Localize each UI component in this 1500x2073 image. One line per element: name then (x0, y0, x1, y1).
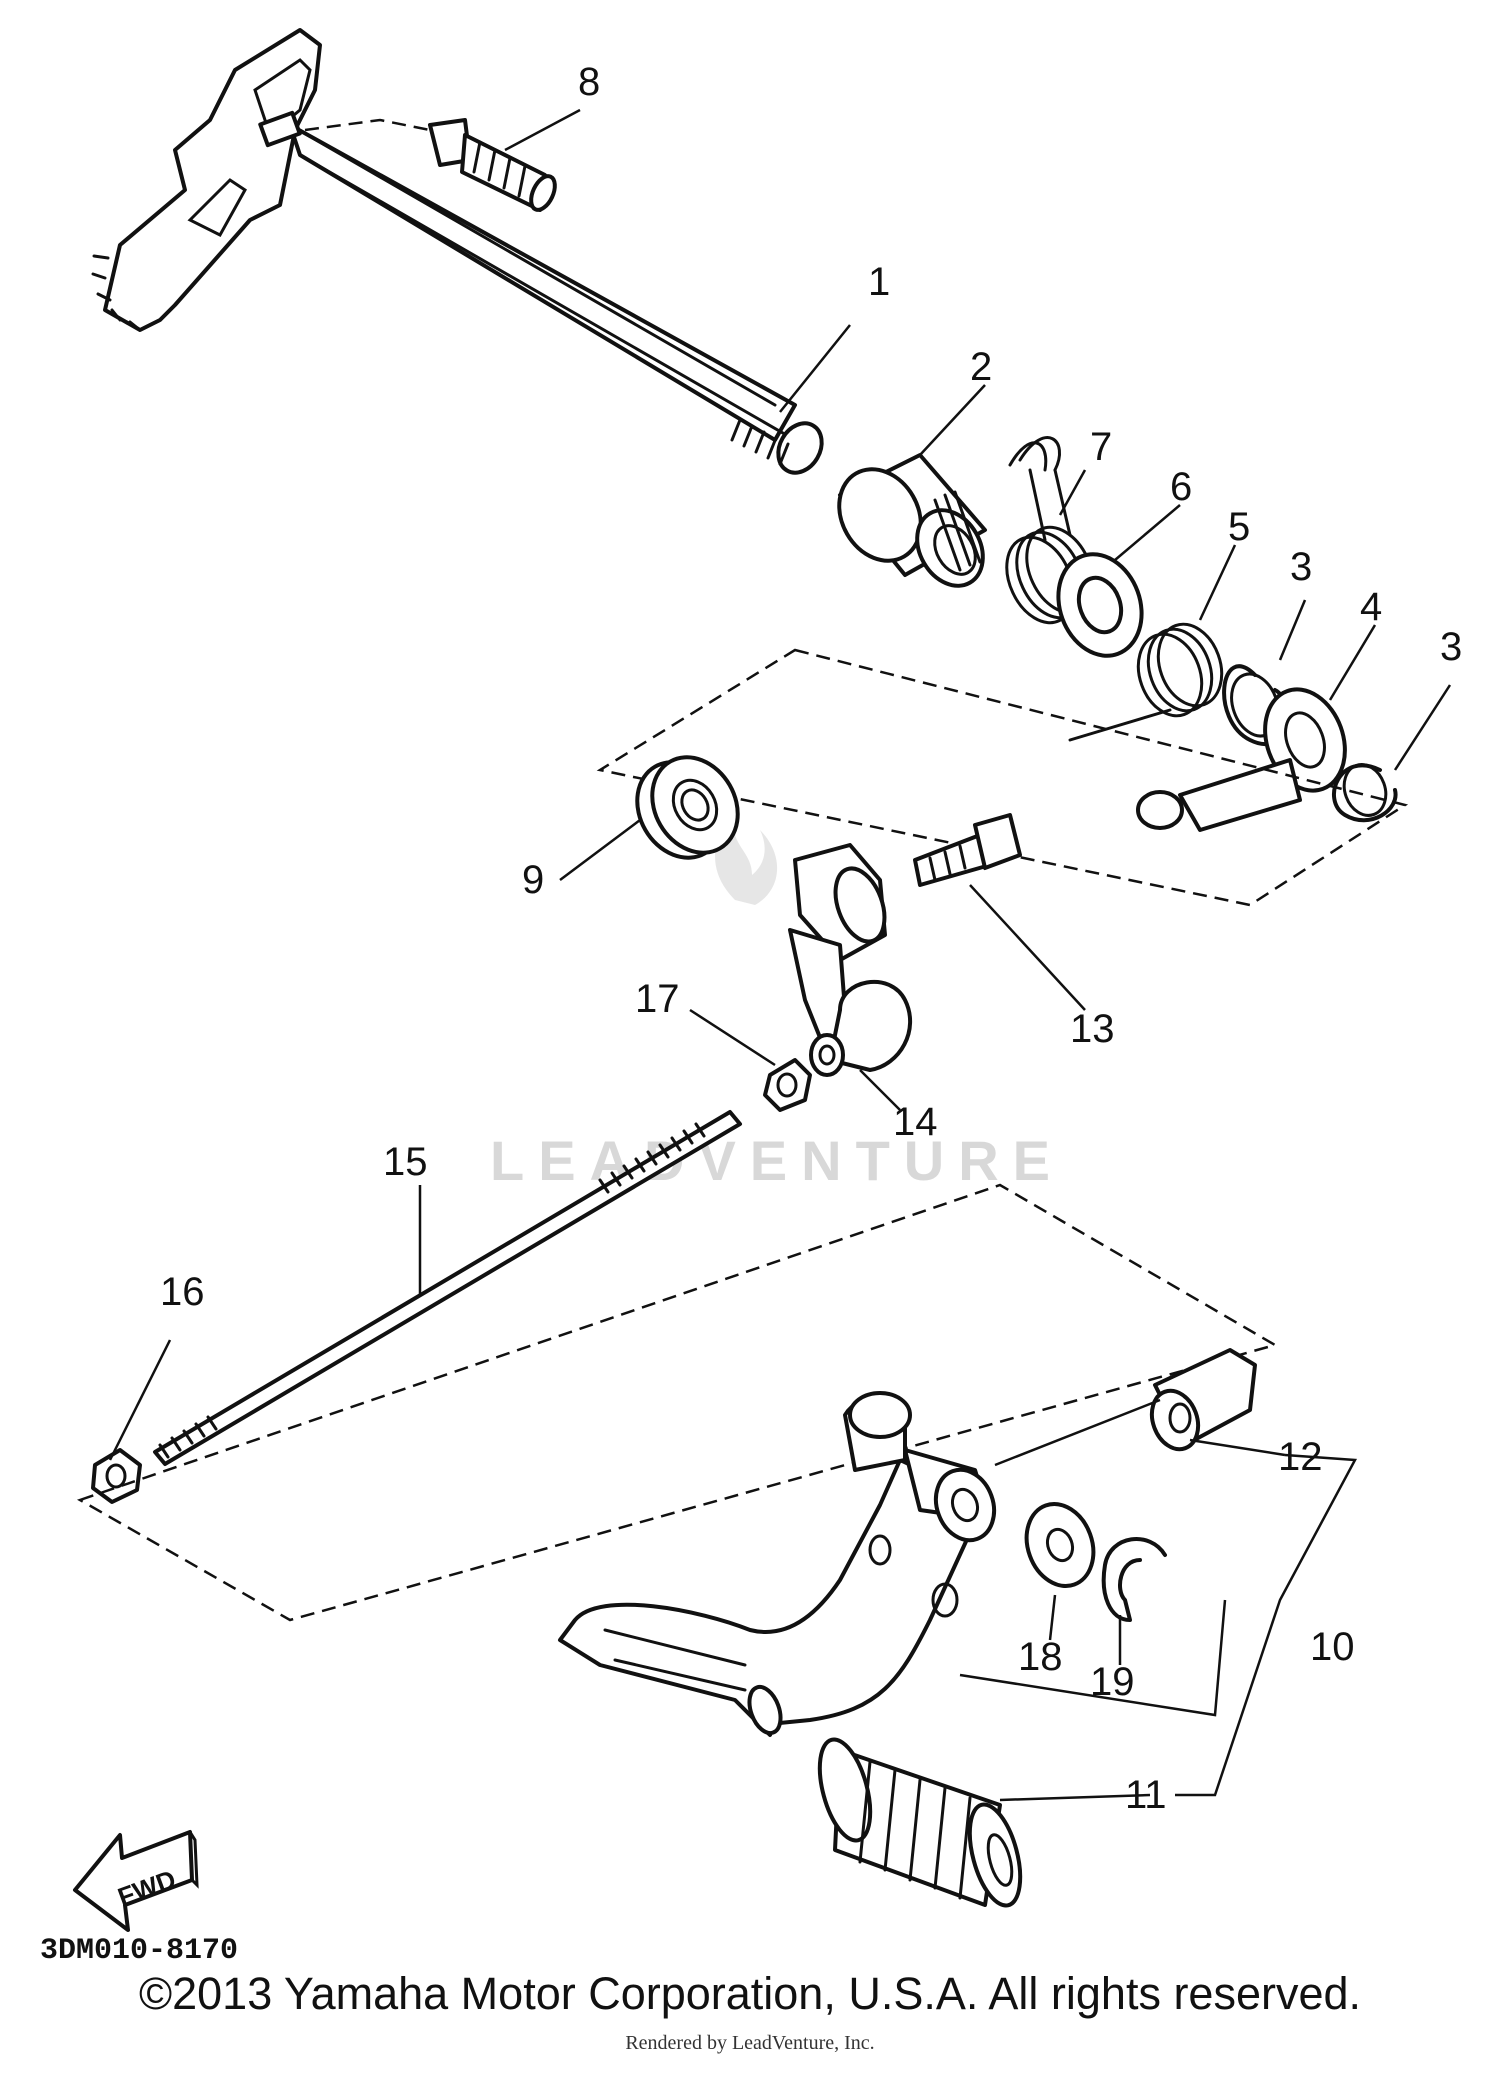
callout-1: 1 (868, 260, 890, 304)
callout-19: 19 (1090, 1660, 1135, 1704)
callout-2: 2 (970, 345, 992, 389)
shift-rod-15[interactable] (153, 1110, 742, 1466)
callout-8: 8 (578, 60, 600, 104)
callout-15: 15 (383, 1140, 428, 1184)
bolt-13[interactable] (913, 813, 1022, 887)
callout-16: 16 (160, 1270, 205, 1314)
callout-labels: 1 2 3 3 4 5 6 7 8 9 10 11 12 13 14 15 16… (160, 60, 1462, 1817)
watermark: LEADVENTURE (490, 815, 1064, 1192)
drawing-code: 3DM010-8170 (40, 1934, 238, 1968)
fwd-arrow-icon: FWD (73, 1830, 199, 1932)
callout-11: 11 (1125, 1773, 1167, 1817)
callout-12: 12 (1278, 1435, 1323, 1479)
callout-9: 9 (522, 858, 544, 902)
shift-pedal-10[interactable] (558, 1391, 1004, 1737)
spring-5[interactable] (1068, 615, 1233, 742)
callout-3-upper: 3 (1290, 545, 1312, 589)
bolt-8[interactable] (428, 118, 560, 214)
clip-19[interactable] (1101, 1537, 1167, 1622)
washer-18[interactable] (1016, 1495, 1105, 1596)
copyright-notice: ©2013 Yamaha Motor Corporation, U.S.A. A… (138, 1968, 1362, 2019)
watermark-text: LEADVENTURE (490, 1129, 1064, 1192)
callout-6: 6 (1170, 465, 1192, 509)
circlip-3b[interactable] (1332, 759, 1398, 823)
joint-12[interactable] (1144, 1348, 1257, 1456)
rendered-by-note: Rendered by LeadVenture, Inc. (625, 2032, 875, 2054)
nut-17[interactable] (763, 1058, 812, 1112)
footrest-11[interactable] (810, 1734, 1029, 1911)
collar-2[interactable] (823, 453, 996, 597)
callout-5: 5 (1228, 505, 1250, 549)
leader-lines (108, 108, 1452, 1802)
callout-10: 10 (1310, 1625, 1355, 1669)
callout-18: 18 (1018, 1635, 1063, 1679)
bearing-9[interactable] (620, 742, 754, 874)
shift-arm-14[interactable] (788, 843, 912, 1077)
callout-3-lower: 3 (1440, 625, 1462, 669)
callout-4: 4 (1360, 585, 1382, 629)
callout-7: 7 (1090, 425, 1112, 469)
callout-13: 13 (1070, 1007, 1115, 1051)
callout-14: 14 (893, 1100, 938, 1144)
shift-shaft[interactable] (91, 28, 830, 481)
callout-17: 17 (635, 977, 680, 1021)
washer-6[interactable] (1045, 542, 1156, 667)
nut-16[interactable] (91, 1448, 142, 1504)
stopper-lever-4[interactable] (1136, 678, 1358, 832)
